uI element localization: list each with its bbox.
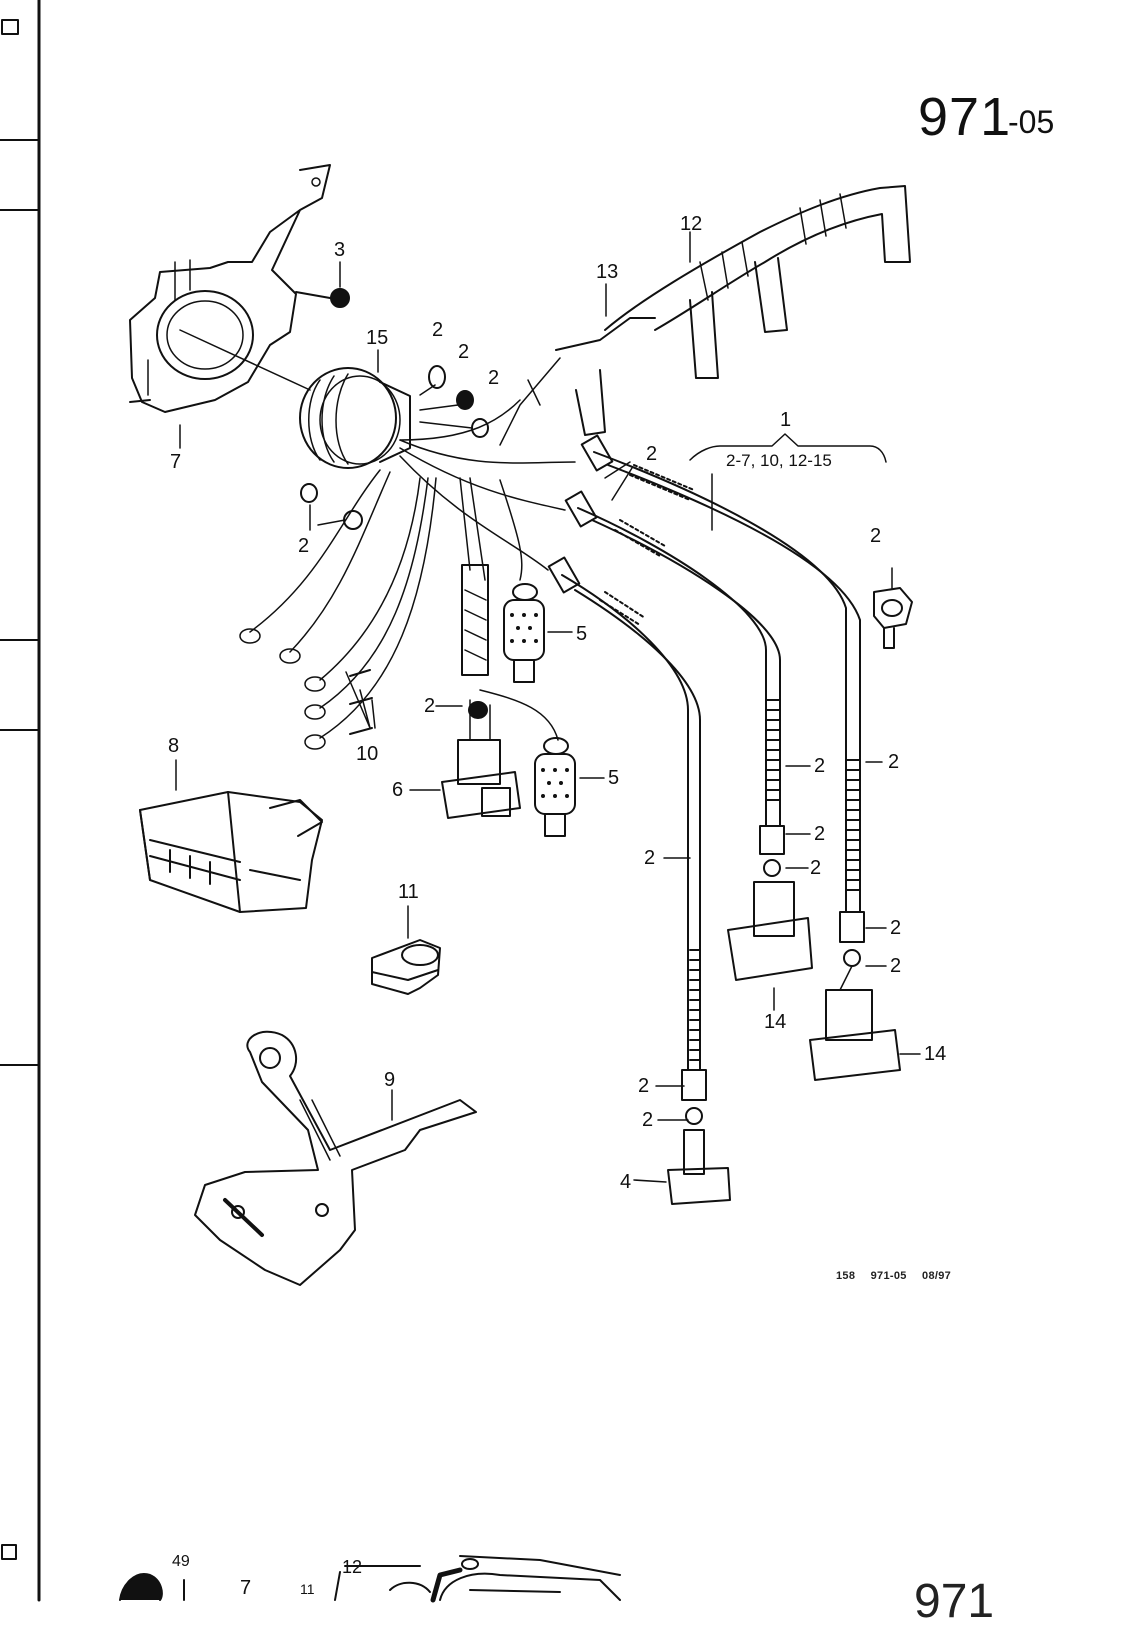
housing-part-8 [139,759,323,913]
label-part-2-d: 2 [298,535,310,557]
lead-tube-part-12 [499,185,911,446]
label-part-11: 11 [398,881,419,903]
label-part-2-k: 2 [644,847,656,869]
label-part-10: 10 [356,743,379,765]
bracket-part-9 [194,1030,477,1286]
label-part-2-g: 2 [814,755,826,777]
label-part-13: 13 [596,261,619,283]
label-part-5-upper: 5 [576,623,588,645]
label-part-2-o: 2 [642,1109,654,1131]
page-group-number: 971 [918,87,1012,147]
footer-date: 08/97 [922,1270,952,1282]
page-footer: 158 971-05 08/97 [836,1270,963,1282]
footer-page: 158 [836,1270,856,1282]
label-next-7: 7 [240,1577,252,1599]
footer-ref: 971-05 [870,1270,907,1282]
sleeve-wrap [461,564,489,676]
next-page-fragment [119,1555,621,1603]
label-part-2-n: 2 [638,1075,650,1097]
label-part-5-lower: 5 [608,767,620,789]
label-next-12: 12 [342,1557,363,1577]
sensor-part-5-upper [503,583,545,683]
label-next-49: 49 [172,1553,190,1570]
clip-part-11 [371,905,441,995]
label-part-2-clip: 2 [870,525,882,547]
group-brace-part-1 [689,433,887,531]
label-part-7: 7 [170,451,182,473]
label-part-2-a: 2 [432,319,444,341]
bracket-part-7 [129,164,331,413]
leader-lines [179,424,921,1183]
binding-margin [0,0,41,1602]
lead-left [547,556,731,1205]
label-part-12: 12 [680,213,703,235]
harness-wires [239,399,576,750]
label-part-2-m: 2 [890,955,902,977]
label-part-2-b: 2 [458,341,470,363]
label-part-4: 4 [620,1171,632,1193]
label-part-2-h: 2 [888,751,900,773]
page-group-suffix: -05 [1008,104,1055,140]
label-part-14-b: 14 [924,1043,947,1065]
label-part-1: 1 [780,409,792,431]
label-part-2-j: 2 [810,857,822,879]
lead-right [580,434,901,1081]
label-part-14-a: 14 [764,1011,787,1033]
label-part-1-range: 2-7, 10, 12-15 [726,451,832,470]
label-part-2-f: 2 [424,695,436,717]
label-part-8: 8 [168,735,180,757]
label-part-6: 6 [392,779,404,801]
label-part-2-i: 2 [814,823,826,845]
clip-part-2 [873,587,913,649]
next-page-group-number: 971 [914,1575,995,1628]
sensor-part-5-lower [534,737,576,837]
label-part-2-e: 2 [646,443,658,465]
housing-part-15 [299,349,411,469]
label-next-11: 11 [300,1581,315,1597]
lead-middle [564,490,813,981]
label-part-2-l: 2 [890,917,902,939]
label-part-9: 9 [384,1069,396,1091]
label-part-15: 15 [366,327,389,349]
screw-part-3 [295,261,350,308]
connector-part-6 [441,699,521,819]
label-part-2-c: 2 [488,367,500,389]
label-part-3: 3 [334,239,346,261]
sleeves-part-2 [300,365,489,531]
